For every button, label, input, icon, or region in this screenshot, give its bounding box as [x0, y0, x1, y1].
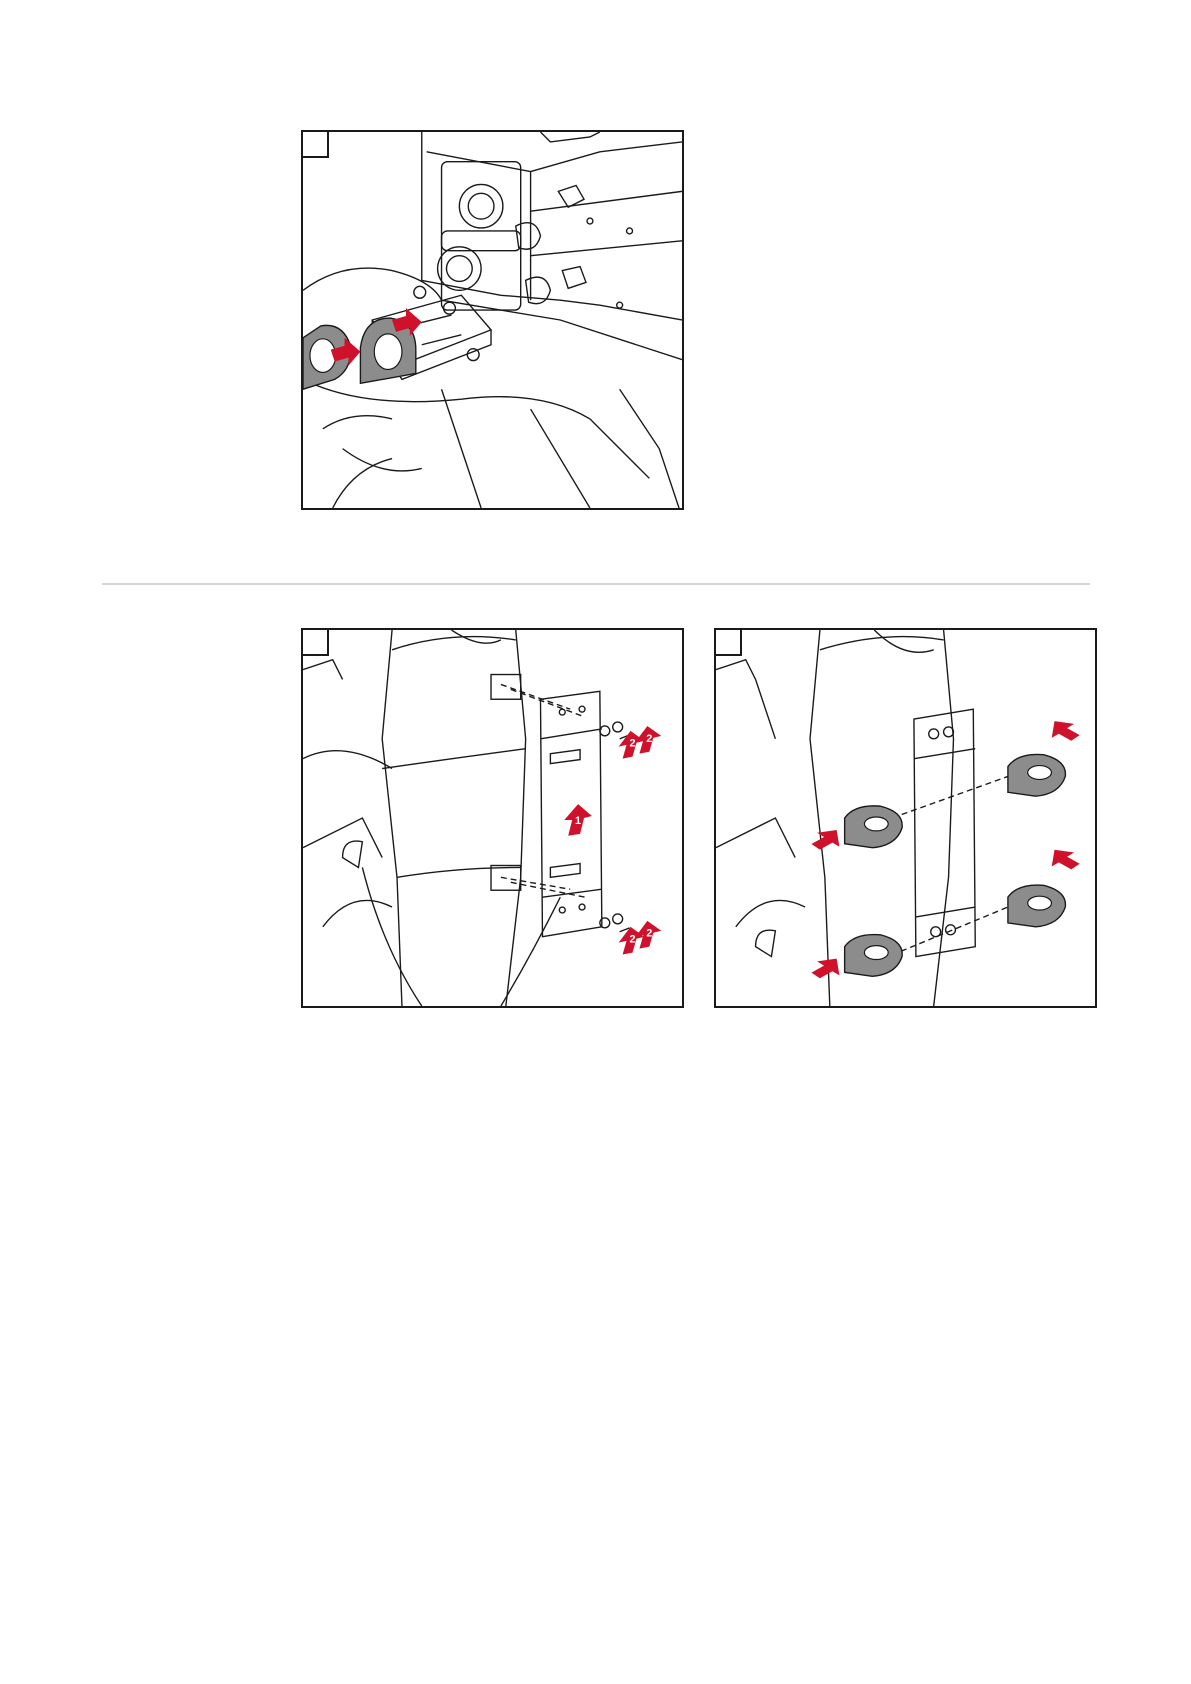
arrow-callout-1: 1: [575, 815, 581, 827]
illustration-holders-attached: [716, 630, 1095, 1006]
illustration-wirefeeder-front: [303, 132, 682, 508]
step-number-box: [716, 630, 742, 656]
figure-mount-bracket-plates: 1 2 2 2 2: [301, 628, 684, 1008]
step-number-box: [303, 132, 329, 158]
arrow-callout-2c: 2: [629, 934, 635, 946]
figure-mount-strain-relief-holders: [301, 130, 684, 510]
arrow-callout-2d: 2: [646, 928, 652, 940]
section-divider: [102, 583, 1090, 585]
arrow-callout-2a: 2: [629, 738, 635, 750]
step-number-box: [303, 630, 329, 656]
figure-attach-holders: [714, 628, 1097, 1008]
illustration-bracket-plates: 1 2 2 2 2: [303, 630, 682, 1006]
arrow-callout-2b: 2: [646, 733, 652, 745]
